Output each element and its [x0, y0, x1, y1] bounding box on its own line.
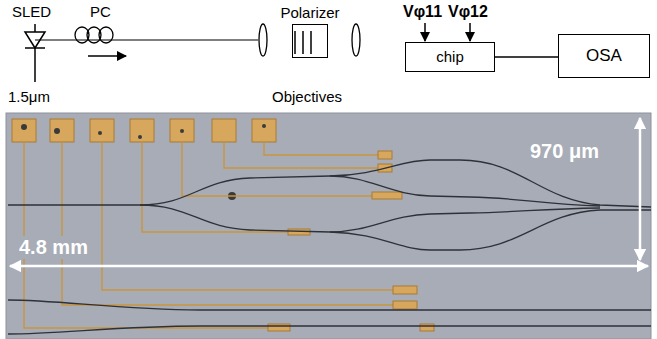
- objective-lens: [259, 24, 267, 56]
- polarizer-grid: [295, 31, 311, 54]
- source-label: SLED: [12, 3, 51, 20]
- dimension-label: 970 μm: [527, 140, 602, 163]
- signal-name: Vφ11: [403, 3, 442, 21]
- box-label: chip: [436, 48, 464, 65]
- voltage-arrow: [469, 23, 471, 41]
- voltage-arrow: [424, 23, 426, 41]
- polarization-controller: [75, 27, 113, 43]
- part-label: Polarizer: [266, 4, 354, 21]
- chip-box: chip: [405, 42, 495, 72]
- polarizer-frame: [292, 24, 328, 58]
- objective-lens: [352, 24, 360, 56]
- box-label: OSA: [586, 46, 622, 66]
- polarizer-box: Polarizer: [266, 4, 354, 66]
- chip-micrograph: [6, 113, 651, 339]
- wavelength-label: 1.5μm: [8, 88, 50, 105]
- signal-name: Vφ12: [448, 3, 488, 21]
- part-label: Objectives: [272, 88, 342, 105]
- direction-arrow: [88, 55, 126, 57]
- fiber-line: [35, 39, 258, 40]
- connector-line: [495, 56, 558, 58]
- part-label: PC: [90, 3, 111, 20]
- diode-symbol: [25, 24, 45, 82]
- instrument-box: OSA: [558, 34, 650, 78]
- dimension-label: 4.8 mm: [16, 236, 91, 259]
